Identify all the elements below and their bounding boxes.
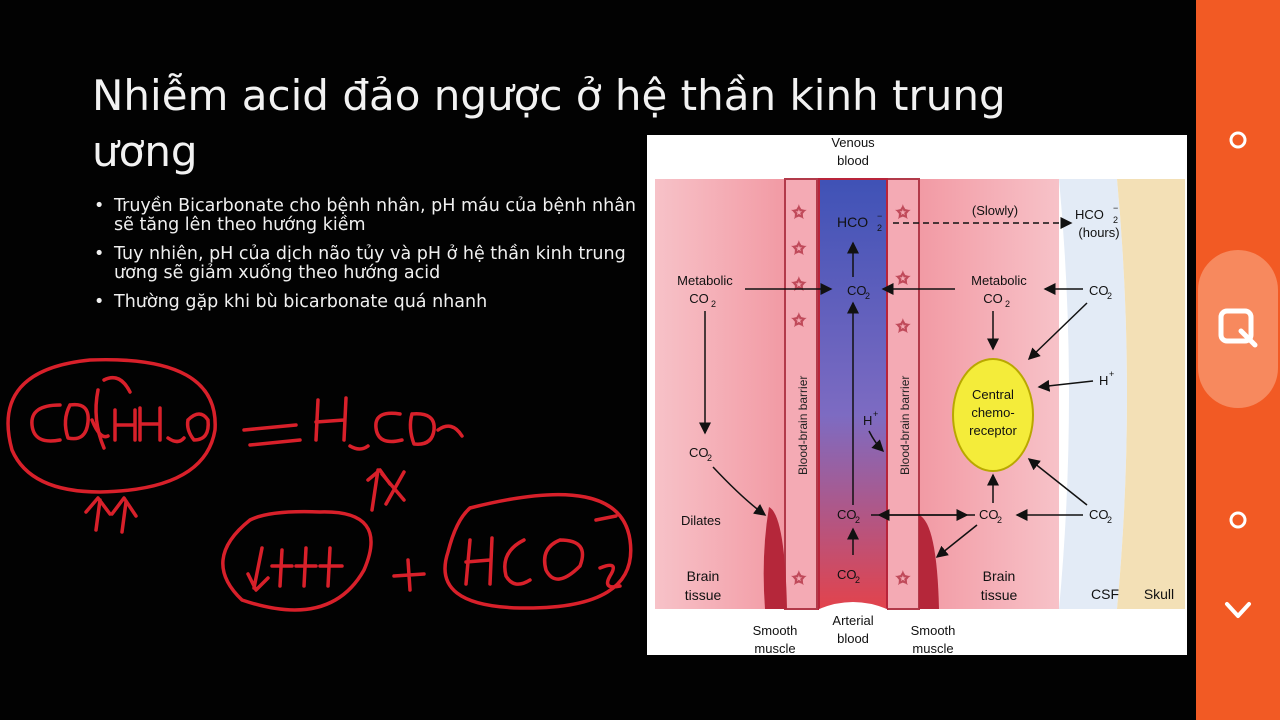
floating-sidebar <box>1196 0 1280 720</box>
slowly-label: (Slowly) <box>972 203 1018 218</box>
svg-text:✩: ✩ <box>897 318 909 334</box>
arterial-blood-label: Arterial <box>832 613 873 628</box>
chevron-down-icon[interactable] <box>1212 584 1264 636</box>
bullet-list: Truyền Bicarbonate cho bệnh nhân, pH máu… <box>92 197 652 322</box>
screenshot-button-highlight <box>1198 250 1278 408</box>
brain-tissue-label: Brain <box>687 568 720 584</box>
smooth-muscle-label: Smooth <box>753 623 798 638</box>
svg-text:2: 2 <box>1107 291 1112 301</box>
svg-text:✩: ✩ <box>793 240 805 256</box>
slide-title: Nhiễm acid đảo ngược ở hệ thần kinh trun… <box>92 71 1006 176</box>
brain-tissue-label: tissue <box>981 587 1018 603</box>
svg-text:✩: ✩ <box>897 570 909 586</box>
co2-label: CO <box>983 291 1003 306</box>
co2-label: CO <box>1089 507 1109 522</box>
skull-label: Skull <box>1144 586 1174 602</box>
svg-text:Central: Central <box>972 387 1014 402</box>
svg-text:2: 2 <box>877 223 882 233</box>
co2-label: CO <box>837 507 857 522</box>
smooth-muscle-right <box>919 515 939 609</box>
bullet-item: Truyền Bicarbonate cho bệnh nhân, pH máu… <box>92 197 652 235</box>
hco3-label: HCO <box>837 214 868 230</box>
endothelial-markers: ✩ ✩ ✩ ✩ ✩ ✩ ✩ ✩ ✩ <box>792 203 910 587</box>
metabolic-label: Metabolic <box>971 273 1027 288</box>
co2-label: CO <box>837 567 857 582</box>
metabolic-label: Metabolic <box>677 273 733 288</box>
smooth-muscle-left <box>763 507 787 609</box>
physiology-diagram: ✩ ✩ ✩ ✩ ✩ ✩ ✩ ✩ ✩ Blood-brain barrier Bl… <box>647 135 1187 655</box>
brain-tissue-label: tissue <box>685 587 722 603</box>
svg-text:✩: ✩ <box>793 312 805 328</box>
smooth-muscle-label: muscle <box>912 641 953 655</box>
bullet-item: Thường gặp khi bù bicarbonate quá nhanh <box>92 293 652 313</box>
h-plus-label: H <box>1099 373 1108 388</box>
csf-label: CSF <box>1091 586 1119 602</box>
svg-text:2: 2 <box>855 515 860 525</box>
svg-text:2: 2 <box>711 299 716 309</box>
svg-text:2: 2 <box>997 515 1002 525</box>
brain-tissue-label: Brain <box>983 568 1016 584</box>
central-chemoreceptor <box>952 358 1034 472</box>
bbb-label-right: Blood-brain barrier <box>898 376 912 475</box>
svg-text:chemo-: chemo- <box>971 405 1014 420</box>
co2-label: CO <box>979 507 999 522</box>
bbb-band-left <box>784 178 818 610</box>
hco3-csf-label: HCO <box>1075 207 1104 222</box>
co2-label: CO <box>689 291 709 306</box>
bbb-band-right <box>886 178 920 610</box>
venous-blood-label: blood <box>837 153 869 168</box>
svg-text:2: 2 <box>1005 299 1010 309</box>
svg-text:✩: ✩ <box>897 270 909 286</box>
svg-text:+: + <box>873 409 878 419</box>
bbb-label-left: Blood-brain barrier <box>796 376 810 475</box>
bullet-item: Tuy nhiên, pH của dịch não tủy và pH ở h… <box>92 245 652 283</box>
smooth-muscle-label: Smooth <box>911 623 956 638</box>
svg-text:+: + <box>1109 369 1114 379</box>
svg-text:✩: ✩ <box>897 204 909 220</box>
smooth-muscle-label: muscle <box>754 641 795 655</box>
screenshot-icon[interactable] <box>1212 302 1264 354</box>
co2-label: CO <box>1089 283 1109 298</box>
h-plus-vessel-label: H <box>863 413 872 428</box>
svg-text:receptor: receptor <box>969 423 1017 438</box>
arterial-blood-label: blood <box>837 631 869 646</box>
svg-text:✩: ✩ <box>793 570 805 586</box>
co2-label: CO <box>847 283 867 298</box>
skull-region <box>1117 179 1185 609</box>
circle-icon[interactable] <box>1212 114 1264 166</box>
svg-text:2: 2 <box>865 291 870 301</box>
dilates-label: Dilates <box>681 513 721 528</box>
svg-text:2: 2 <box>1113 215 1118 225</box>
co2-label: CO <box>689 445 709 460</box>
svg-text:−: − <box>877 211 882 221</box>
svg-text:2: 2 <box>855 575 860 585</box>
circle-icon[interactable] <box>1212 494 1264 546</box>
handwritten-annotation <box>6 357 633 612</box>
svg-text:✩: ✩ <box>793 204 805 220</box>
presentation-slide: Nhiễm acid đảo ngược ở hệ thần kinh trun… <box>0 0 1196 720</box>
brain-tissue-left <box>655 179 785 609</box>
svg-text:2: 2 <box>707 453 712 463</box>
csf-region <box>1059 179 1127 609</box>
hours-label: (hours) <box>1078 225 1119 240</box>
vessel-opening <box>819 602 887 655</box>
svg-text:2: 2 <box>1107 515 1112 525</box>
svg-text:−: − <box>1113 203 1118 213</box>
venous-blood-label: Venous <box>831 135 875 150</box>
